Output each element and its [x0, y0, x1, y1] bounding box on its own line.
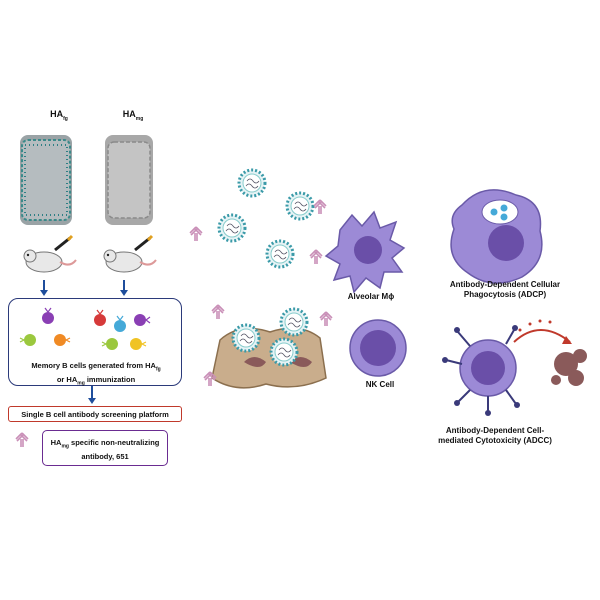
virus-icon	[237, 168, 267, 198]
memory-b-cells-text: Memory B cells generated from HAfg or HA…	[31, 361, 161, 386]
mouse-left	[23, 234, 77, 273]
virus-icon	[231, 323, 261, 353]
adcp-cell	[450, 189, 543, 284]
antibody-651-box: HAmg specific non-neutralizing antibody,…	[42, 430, 168, 466]
b-cells	[19, 307, 151, 350]
mouse-right	[103, 234, 157, 273]
nk-cell-label: NK Cell	[365, 380, 395, 389]
ha-fg-structure	[20, 135, 72, 225]
virus-icon	[285, 191, 315, 221]
antibody-icon	[189, 226, 203, 242]
screening-platform-box: Single B cell antibody screening platfor…	[8, 406, 182, 422]
virus-icon	[265, 239, 295, 269]
screening-platform-text: Single B cell antibody screening platfor…	[21, 410, 169, 419]
virus-icon	[269, 337, 299, 367]
adcc-cell	[442, 325, 520, 416]
antibody-651-text: HAmg specific non-neutralizing antibody,…	[50, 438, 160, 461]
adcc-granules-arrow	[513, 319, 572, 344]
infected-epithelial-cells	[211, 327, 327, 389]
virus-icon	[217, 213, 247, 243]
macrophage-label: Alveolar Mϕ	[347, 292, 395, 301]
arrow-left	[40, 280, 48, 296]
arrow-right	[120, 280, 128, 296]
antibody-icon	[309, 249, 323, 265]
antibody-icon	[211, 304, 225, 320]
ha-mg-label: HAmg	[122, 109, 144, 122]
adcc-label: Antibody-Dependent Cell-mediated Cytotox…	[438, 426, 552, 445]
antibody-icon	[313, 199, 327, 215]
ha-fg-label: HAfg	[50, 109, 68, 122]
arrow-screening	[88, 386, 96, 404]
dying-target-cell	[551, 349, 587, 386]
memory-b-cells-box: Memory B cells generated from HAfg or HA…	[8, 298, 182, 386]
antibody-651-icon	[15, 432, 29, 448]
nk-cell	[349, 319, 407, 377]
ha-mg-structure	[105, 135, 153, 225]
macrophage-cell	[324, 210, 406, 294]
virus-icon	[279, 307, 309, 337]
antibody-icon	[319, 311, 333, 327]
